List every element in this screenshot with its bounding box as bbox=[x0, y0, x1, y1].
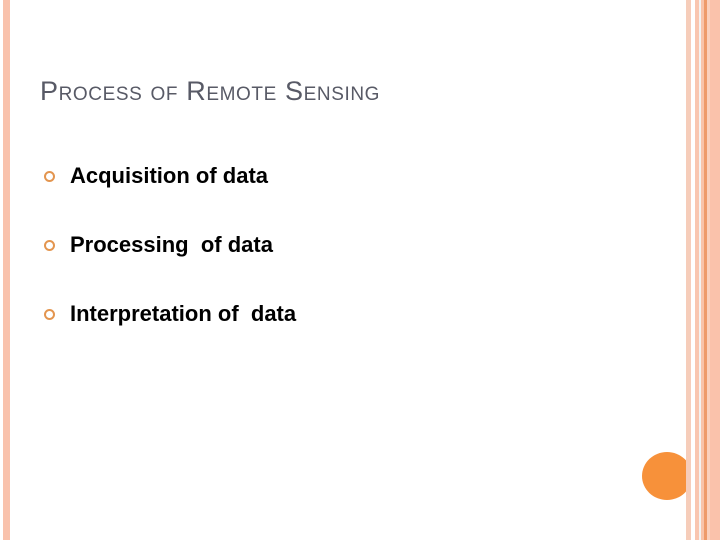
accent-band-0 bbox=[686, 0, 691, 540]
list-item: Processing of data bbox=[44, 231, 624, 300]
accent-band-6 bbox=[707, 0, 710, 540]
accent-band-4 bbox=[701, 0, 704, 540]
accent-band-3 bbox=[699, 0, 701, 540]
hollow-ring-bullet-icon bbox=[44, 240, 55, 251]
accent-band-5 bbox=[704, 0, 707, 540]
slide-title: Process of Remote Sensing bbox=[40, 76, 381, 106]
list-item: Acquisition of data bbox=[44, 162, 624, 231]
bullet-item-label: Interpretation of data bbox=[70, 301, 297, 326]
orange-accent-circle bbox=[642, 452, 692, 500]
bullet-item-label: Acquisition of data bbox=[70, 163, 268, 188]
right-accent-bands bbox=[686, 0, 720, 540]
bullet-item-label: Processing of data bbox=[70, 232, 273, 257]
accent-band-1 bbox=[691, 0, 695, 540]
bullet-list: Acquisition of data Processing of data I… bbox=[44, 162, 624, 369]
accent-band-2 bbox=[695, 0, 699, 540]
left-accent-bar bbox=[3, 0, 10, 540]
accent-band-7 bbox=[710, 0, 720, 540]
hollow-ring-bullet-icon bbox=[44, 171, 55, 182]
list-item: Interpretation of data bbox=[44, 300, 624, 369]
hollow-ring-bullet-icon bbox=[44, 309, 55, 320]
